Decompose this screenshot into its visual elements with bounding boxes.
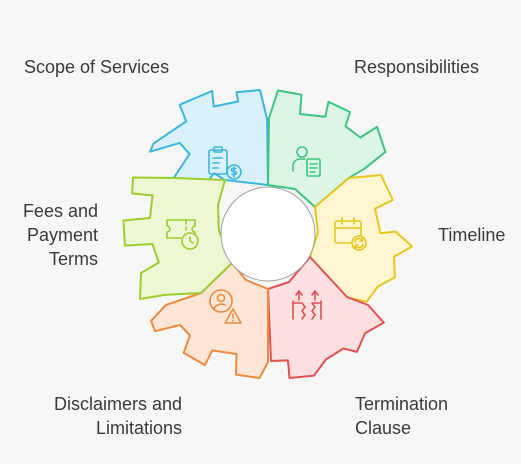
label-responsibilities: Responsibilities	[354, 57, 480, 77]
center-hub	[220, 186, 316, 282]
label-scope-of-services: Scope of Services	[24, 57, 170, 77]
ticket-clock-icon	[166, 219, 199, 250]
person-warning-icon	[209, 289, 242, 324]
label-termination-clause: Termination Clause	[355, 394, 449, 438]
label-fees-and-payment-terms: Fees and Payment Terms	[22, 201, 98, 269]
broken-link-icon	[292, 290, 322, 320]
person-document-icon	[292, 146, 321, 177]
clipboard-dollar-icon	[208, 146, 242, 180]
label-timeline: Timeline	[438, 225, 506, 245]
label-disclaimers-and-limitations: Disclaimers and Limitations	[53, 394, 182, 438]
calendar-refresh-icon	[334, 217, 367, 251]
